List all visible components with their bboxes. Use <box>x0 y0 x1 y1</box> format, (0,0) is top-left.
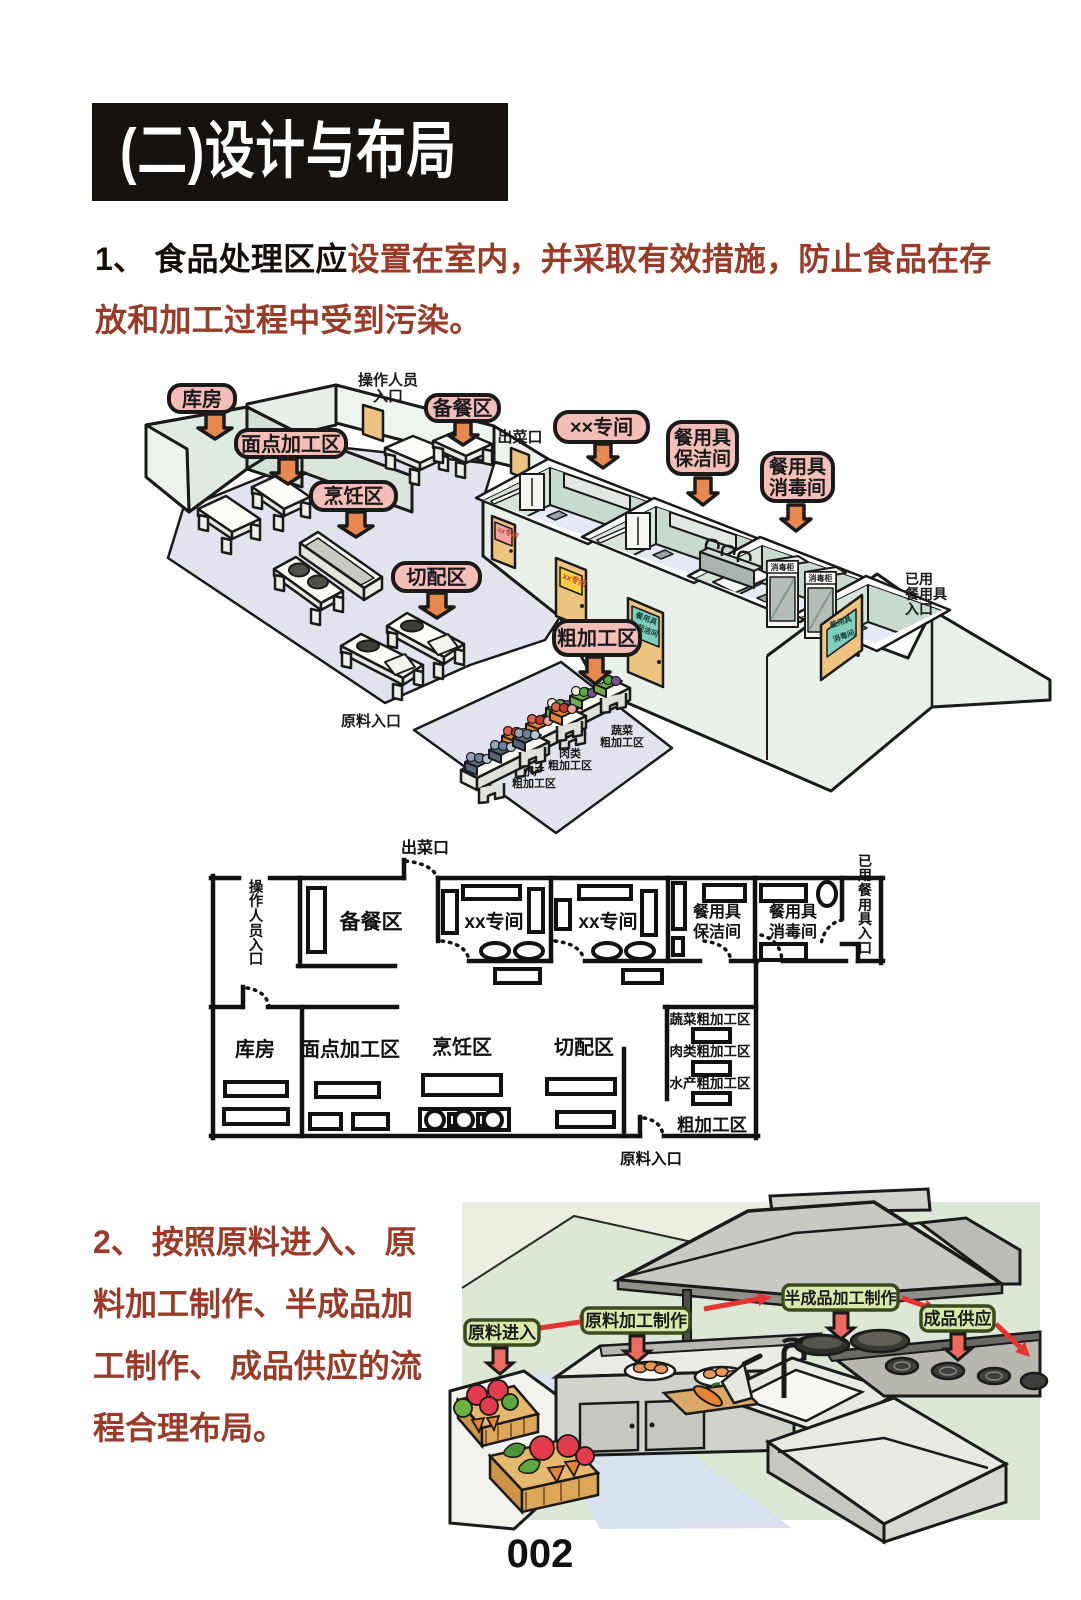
svg-text:入: 入 <box>858 925 872 941</box>
svg-text:蔬菜: 蔬菜 <box>611 723 634 737</box>
svg-text:××专间: ××专间 <box>570 415 633 439</box>
svg-text:粗加工区: 粗加工区 <box>548 758 592 772</box>
svg-text:xx专间: xx专间 <box>464 910 523 933</box>
svg-text:餐用具: 餐用具 <box>904 586 947 602</box>
svg-text:蔬菜粗加工区: 蔬菜粗加工区 <box>670 1011 751 1027</box>
svg-text:肉类: 肉类 <box>559 746 582 760</box>
svg-text:成品供应: 成品供应 <box>924 1309 992 1329</box>
svg-text:出菜口: 出菜口 <box>401 838 449 857</box>
svg-text:粗加工区: 粗加工区 <box>512 776 556 790</box>
svg-text:备餐区: 备餐区 <box>432 396 493 420</box>
svg-text:出菜口: 出菜口 <box>497 428 542 446</box>
svg-text:口: 口 <box>249 952 264 968</box>
svg-text:消毒柜: 消毒柜 <box>809 573 833 583</box>
svg-text:面点加工区: 面点加工区 <box>241 433 341 456</box>
svg-text:餐用具: 餐用具 <box>768 902 817 921</box>
svg-text:水产粗加工区: 水产粗加工区 <box>670 1075 751 1091</box>
svg-text:原料入口: 原料入口 <box>341 712 401 730</box>
svg-text:半成品加工制作: 半成品加工制作 <box>784 1288 896 1307</box>
svg-text:消毒间: 消毒间 <box>769 922 817 941</box>
svg-text:用: 用 <box>858 897 872 913</box>
svg-text:员: 员 <box>249 923 264 940</box>
svg-text:入口: 入口 <box>373 388 403 405</box>
svg-text:原料加工制作: 原料加工制作 <box>585 1311 687 1331</box>
svg-text:切配区: 切配区 <box>554 1036 614 1059</box>
svg-text:原料入口: 原料入口 <box>620 1149 682 1168</box>
svg-text:烹饪区: 烹饪区 <box>432 1035 492 1059</box>
svg-text:已用: 已用 <box>905 571 933 587</box>
svg-text:用: 用 <box>858 867 872 883</box>
svg-text:入口: 入口 <box>905 601 933 617</box>
svg-text:操: 操 <box>249 878 264 896</box>
svg-text:原料进入: 原料进入 <box>468 1323 536 1343</box>
svg-text:保洁间: 保洁间 <box>692 922 741 941</box>
svg-text:备餐区: 备餐区 <box>339 910 403 934</box>
svg-text:操作人员: 操作人员 <box>358 371 418 389</box>
svg-text:具: 具 <box>857 911 872 927</box>
svg-text:粗加工区: 粗加工区 <box>557 627 637 650</box>
svg-text:人: 人 <box>249 908 264 925</box>
svg-text:水产: 水产 <box>523 764 545 778</box>
svg-text:作: 作 <box>249 892 264 910</box>
svg-text:餐用具: 餐用具 <box>692 902 741 921</box>
svg-text:餐用具: 餐用具 <box>769 455 826 478</box>
svg-text:入: 入 <box>249 937 264 954</box>
svg-text:xx专间: xx专间 <box>578 910 637 933</box>
svg-text:保洁间: 保洁间 <box>673 447 731 470</box>
svg-text:烹饪区: 烹饪区 <box>324 484 384 508</box>
svg-text:库房: 库房 <box>235 1037 275 1061</box>
svg-text:餐: 餐 <box>857 882 873 898</box>
svg-text:口: 口 <box>858 940 872 956</box>
svg-text:已: 已 <box>858 853 872 869</box>
svg-text:面点加工区: 面点加工区 <box>300 1038 400 1061</box>
svg-text:粗加工区: 粗加工区 <box>600 735 644 749</box>
svg-text:粗加工区: 粗加工区 <box>677 1115 747 1135</box>
svg-text:消毒柜: 消毒柜 <box>771 562 795 572</box>
svg-text:库房: 库房 <box>182 387 222 411</box>
svg-text:肉类粗加工区: 肉类粗加工区 <box>670 1043 751 1059</box>
svg-text:消毒间: 消毒间 <box>769 476 826 499</box>
svg-text:餐用具: 餐用具 <box>674 426 731 449</box>
svg-text:切配区: 切配区 <box>407 566 467 589</box>
